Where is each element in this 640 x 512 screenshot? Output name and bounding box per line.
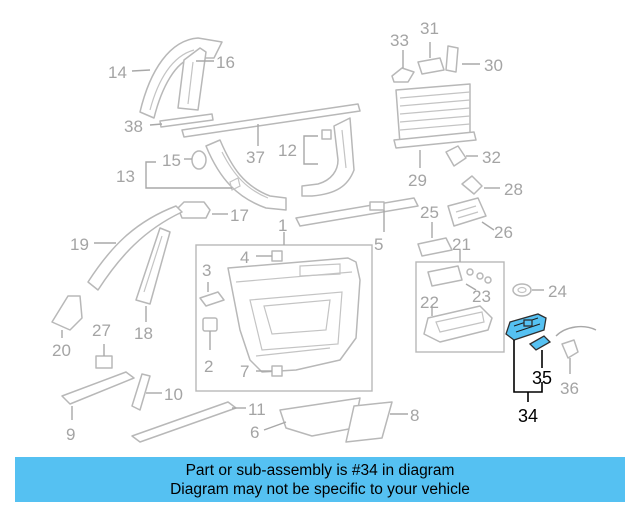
callout-36: 36 bbox=[560, 379, 579, 398]
callout-27: 27 bbox=[92, 321, 111, 340]
part-17-bracket bbox=[177, 201, 211, 219]
callout-4: 4 bbox=[240, 248, 249, 267]
part-20-trim bbox=[51, 295, 83, 331]
callout-18: 18 bbox=[134, 324, 153, 343]
part-23-switch bbox=[427, 265, 492, 287]
part-25-bezel bbox=[417, 237, 453, 257]
part-27-clip bbox=[95, 355, 113, 369]
callout-38: 38 bbox=[124, 117, 143, 136]
part-5-armrest-strip bbox=[295, 197, 419, 227]
part-15-clip bbox=[191, 150, 207, 170]
part-4-clip bbox=[271, 250, 283, 262]
part-12-pillar-trim bbox=[301, 117, 355, 197]
part-8-panel bbox=[345, 401, 393, 443]
info-banner: Part or sub-assembly is #34 in diagram D… bbox=[15, 457, 625, 502]
part-19-pillar-trim bbox=[87, 205, 183, 291]
callout-20: 20 bbox=[52, 341, 71, 360]
callout-2: 2 bbox=[204, 357, 213, 376]
callout-31: 31 bbox=[420, 19, 439, 38]
callout-14: 14 bbox=[108, 63, 127, 82]
part-35-highlighted bbox=[528, 335, 552, 351]
banner-line-disclaimer: Diagram may not be specific to your vehi… bbox=[170, 481, 470, 498]
part-9-sill-trim bbox=[61, 371, 135, 405]
callout-35: 35 bbox=[532, 368, 552, 388]
part-34-highlighted bbox=[505, 313, 547, 341]
callout-10: 10 bbox=[164, 385, 183, 404]
callout-6: 6 bbox=[250, 423, 259, 442]
callout-17: 17 bbox=[230, 206, 249, 225]
callout-29: 29 bbox=[408, 171, 427, 190]
parts-diagram: 14 16 38 37 15 13 12 17 19 bbox=[51, 19, 597, 444]
parts-diagram-svg: 14 16 38 37 15 13 12 17 19 bbox=[51, 19, 597, 444]
callout-13: 13 bbox=[116, 167, 135, 186]
part-31-bracket bbox=[417, 57, 445, 75]
part-22-pull-handle bbox=[423, 305, 493, 343]
callout-8: 8 bbox=[410, 406, 419, 425]
callout-26: 26 bbox=[494, 223, 513, 242]
part-29-sunshade bbox=[393, 83, 477, 149]
part-door-panel bbox=[227, 257, 361, 373]
callout-21: 21 bbox=[452, 235, 471, 254]
callout-24: 24 bbox=[548, 282, 567, 301]
part-37-trim-strip bbox=[181, 103, 361, 138]
callout-37: 37 bbox=[246, 148, 265, 167]
callout-32: 32 bbox=[482, 148, 501, 167]
callout-15: 15 bbox=[162, 151, 181, 170]
part-18-trim bbox=[135, 227, 171, 305]
callout-30: 30 bbox=[484, 56, 503, 75]
part-38-seal-strip bbox=[159, 113, 214, 128]
banner-line-part-info: Part or sub-assembly is #34 in diagram bbox=[185, 462, 455, 479]
part-33-clip bbox=[391, 67, 415, 83]
callout-34: 34 bbox=[518, 406, 538, 426]
part-36-wiring bbox=[555, 325, 597, 359]
part-32-cover bbox=[445, 145, 467, 167]
callout-23: 23 bbox=[472, 287, 491, 306]
callout-22: 22 bbox=[420, 293, 439, 312]
callout-28: 28 bbox=[504, 180, 523, 199]
part-6-panel bbox=[279, 397, 361, 437]
callout-33: 33 bbox=[390, 31, 409, 50]
callout-25: 25 bbox=[420, 203, 439, 222]
part-28-trim bbox=[461, 175, 483, 195]
part-3-switch bbox=[199, 291, 225, 307]
part-11-sill-plate bbox=[131, 401, 237, 443]
callout-9: 9 bbox=[66, 425, 75, 444]
part-26-switch-panel bbox=[447, 197, 487, 227]
callout-19: 19 bbox=[70, 235, 89, 254]
callout-11: 11 bbox=[248, 400, 266, 419]
part-7-clip bbox=[271, 365, 283, 377]
callout-12: 12 bbox=[278, 141, 297, 160]
part-2-clip bbox=[202, 317, 218, 332]
callout-5: 5 bbox=[374, 235, 383, 254]
part-10-trim bbox=[131, 373, 151, 411]
part-16-pillar-trim bbox=[177, 47, 207, 111]
part-30-clip bbox=[445, 45, 459, 73]
part-24-grommet bbox=[512, 283, 532, 297]
callout-3: 3 bbox=[202, 261, 211, 280]
callout-16: 16 bbox=[216, 53, 235, 72]
callout-7: 7 bbox=[240, 362, 249, 381]
callout-1: 1 bbox=[278, 216, 287, 235]
